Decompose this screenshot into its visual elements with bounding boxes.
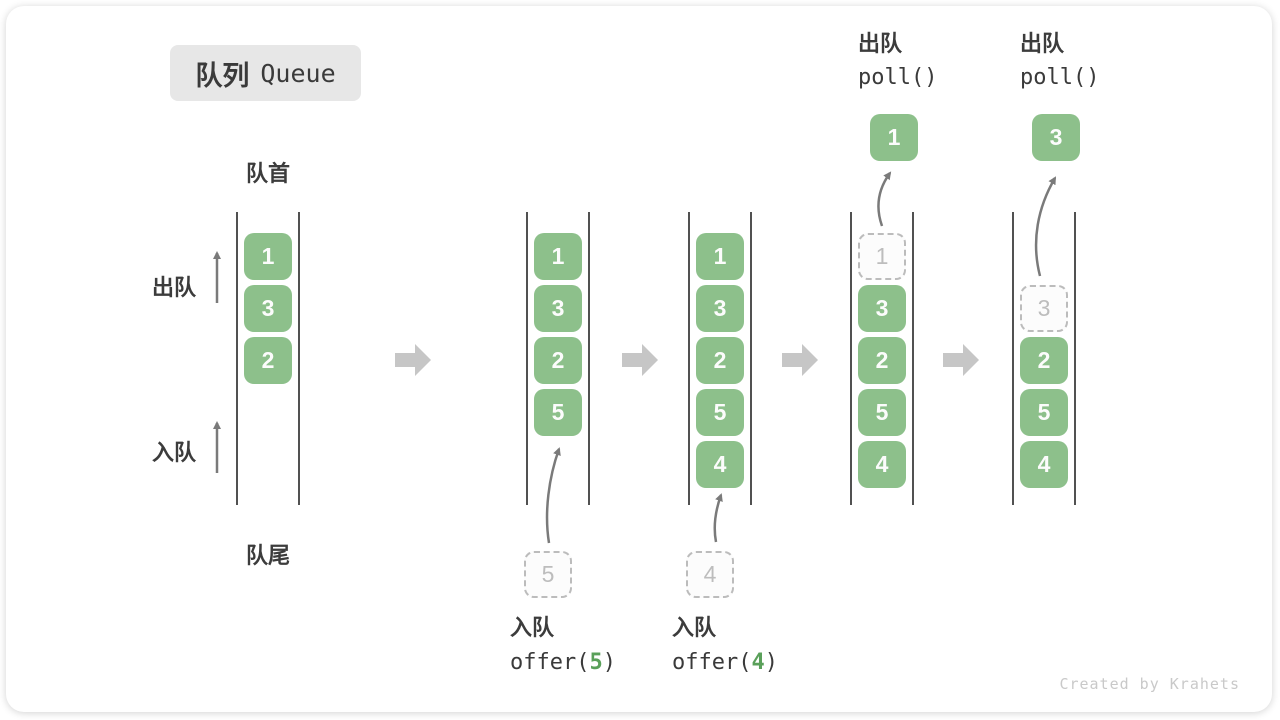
poll-label-zh: 出队 [858,31,903,56]
incoming-item: 5 [524,551,572,598]
rear-label: 队尾 [245,543,291,568]
queue-item: 3 [534,285,582,332]
offer-label: 入队 offer(5) [510,617,616,674]
poll-label-code: poll() [858,65,938,90]
poll-label-code: poll() [1020,65,1100,90]
incoming-item: 4 [686,551,734,598]
offer-code-value: 5 [589,650,603,675]
offer-code-suffix: ) [764,650,778,675]
queue-line-right [750,212,752,505]
title-badge: 队列 Queue [170,45,361,101]
queue-item-dashed: 3 [1020,285,1068,332]
queue-item: 5 [534,389,582,436]
queue-line-left [526,212,528,505]
queue-line-right [588,212,590,505]
queue-item: 4 [858,441,906,488]
queue-item: 2 [244,337,292,384]
queue-line-right [298,212,300,505]
queue-item: 3 [858,285,906,332]
queue-item: 5 [1020,389,1068,436]
offer-label-zh: 入队 [672,615,717,640]
title-en: Queue [260,58,336,88]
queue-item: 2 [1020,337,1068,384]
queue-item: 2 [534,337,582,384]
offer-code-prefix: offer( [672,650,752,675]
queue-line-left [688,212,690,505]
queue-line-left [1012,212,1014,505]
diagram-card [6,6,1272,712]
offer-label-code: offer(4) [672,652,778,674]
queue-item: 2 [696,337,744,384]
outgoing-item: 3 [1032,114,1080,161]
queue-item: 3 [244,285,292,332]
queue-item: 5 [696,389,744,436]
offer-label: 入队 offer(4) [672,617,778,674]
offer-label-zh: 入队 [510,615,555,640]
offer-code-prefix: offer( [510,650,590,675]
offer-label-code: offer(5) [510,652,616,674]
queue-item: 4 [1020,441,1068,488]
queue-item-dashed: 1 [858,233,906,280]
watermark: Created by Krahets [1059,675,1240,693]
enqueue-label: 入队 [152,440,197,465]
queue-item: 3 [696,285,744,332]
queue-item: 5 [858,389,906,436]
queue-item: 1 [534,233,582,280]
queue-item: 1 [696,233,744,280]
dequeue-label: 出队 [152,275,197,300]
front-label: 队首 [245,161,291,186]
poll-label: 出队 poll() [1020,33,1099,89]
queue-line-right [912,212,914,505]
queue-item: 4 [696,441,744,488]
outgoing-item: 1 [870,114,918,161]
offer-code-suffix: ) [602,650,616,675]
queue-line-right [1074,212,1076,505]
queue-item: 2 [858,337,906,384]
queue-item: 1 [244,233,292,280]
poll-label-zh: 出队 [1020,31,1065,56]
offer-code-value: 4 [751,650,765,675]
queue-line-left [850,212,852,505]
queue-line-left [236,212,238,505]
poll-label: 出队 poll() [858,33,937,89]
title-zh: 队列 [195,60,250,91]
